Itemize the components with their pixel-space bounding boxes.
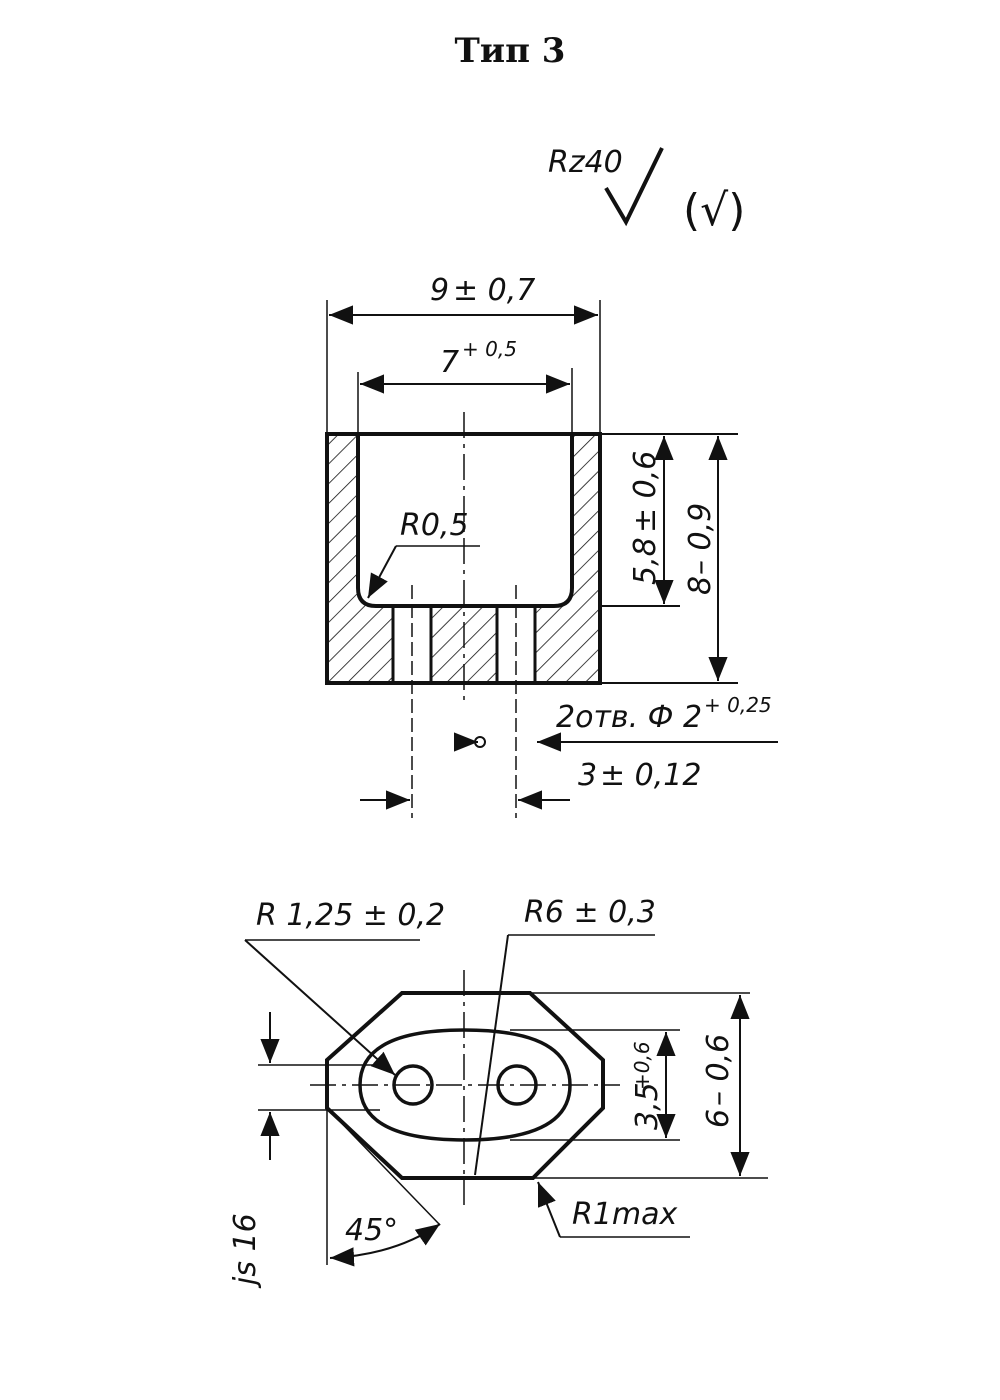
dim-7-tol: + 0,5 <box>462 337 517 361</box>
plan-view: R 1,25 ± 0,2 R6 ± 0,3 45° js 16 3,5 +0,6… <box>228 895 768 1289</box>
section-cavity <box>356 434 574 608</box>
angle-arc <box>329 1223 441 1267</box>
dim-9-base: 9 <box>430 273 449 308</box>
angle-label: 45° <box>345 1213 398 1248</box>
r6-leader <box>474 934 509 1176</box>
dim-height-base: 8 <box>683 576 718 595</box>
roughness-check-icon <box>604 147 664 227</box>
spacing-base: 3 <box>578 758 597 793</box>
dim-height-tol: – 0,9 <box>683 503 718 575</box>
section-view: 9 ± 0,7 7 + 0,5 R0,5 5,8 ± 0,6 8 – 0,9 2… <box>325 273 778 818</box>
dim-35-tol: +0,6 <box>630 1041 654 1090</box>
r1max-leader <box>537 1181 561 1238</box>
dim-6-base: 6 <box>701 1109 736 1128</box>
holes-dot <box>474 736 486 748</box>
dim-35-base: 3,5 <box>630 1082 665 1130</box>
roughness-note: (√) <box>683 185 745 236</box>
roughness-value: Rz40 <box>548 145 623 180</box>
angle-side-line <box>326 1107 441 1226</box>
dim-6-tol: – 0,6 <box>701 1034 736 1106</box>
r125-label: R 1,25 ± 0,2 <box>256 898 445 933</box>
holes-tol: + 0,25 <box>704 693 772 717</box>
r125-leader <box>244 939 396 1076</box>
dim-7-base: 7 <box>440 345 459 380</box>
r05-leader <box>367 545 397 599</box>
r6-label: R6 ± 0,3 <box>524 895 656 930</box>
r1max-label: R1max <box>572 1197 678 1232</box>
js-label: js 16 <box>228 1213 263 1289</box>
dim-depth-tol: ± 0,6 <box>628 451 663 533</box>
dim-depth-base: 5,8 <box>628 537 663 585</box>
dim-9-tol: ± 0,7 <box>453 273 535 308</box>
holes-base: 2отв. Ф 2 <box>556 700 702 735</box>
spacing-tol: ± 0,12 <box>600 758 701 793</box>
r05-label: R0,5 <box>400 508 469 543</box>
roughness-symbol: Rz40 (√) <box>548 145 745 236</box>
drawing-title: Тип 3 <box>455 31 566 71</box>
